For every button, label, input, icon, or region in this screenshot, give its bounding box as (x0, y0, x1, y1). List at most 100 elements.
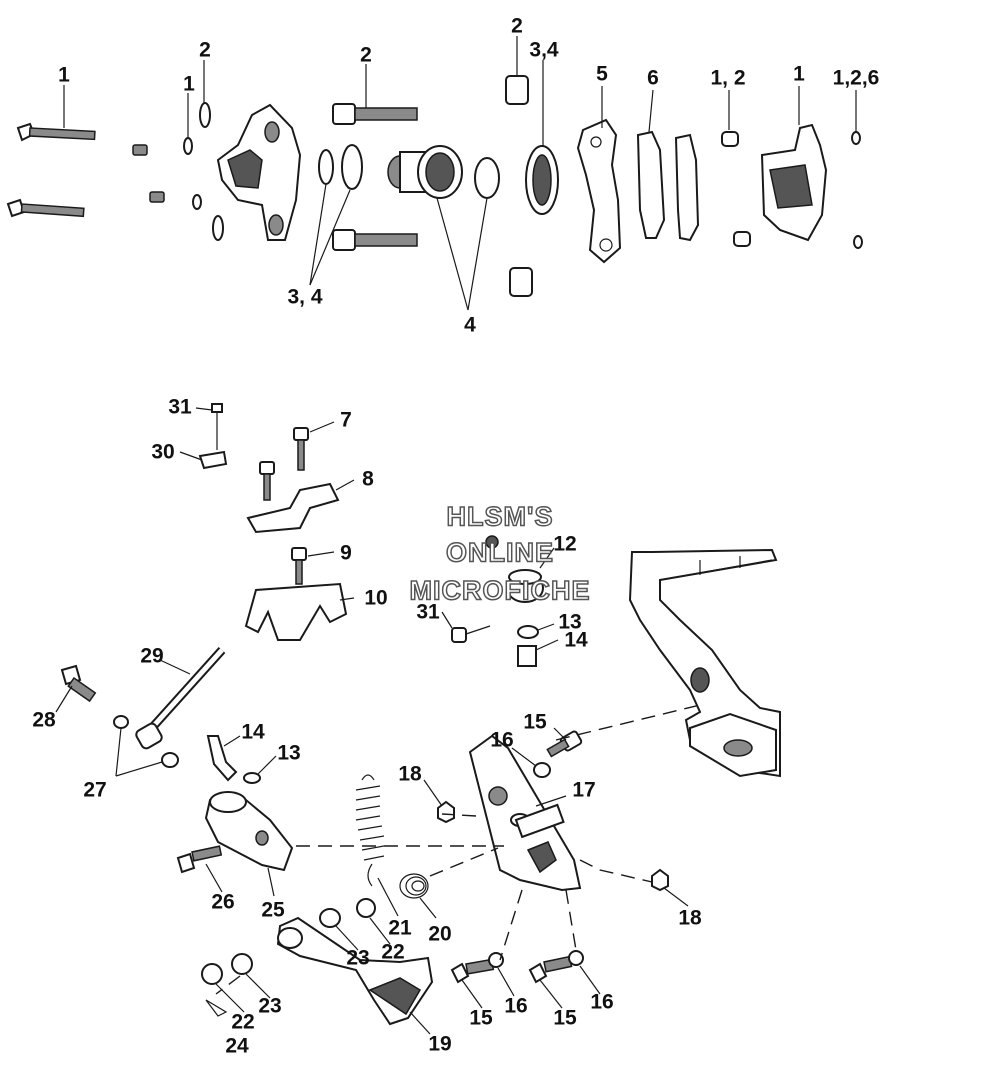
callout-5: 5 (596, 62, 608, 86)
callout-9: 9 (340, 541, 352, 565)
nut-18b (651, 868, 669, 892)
callout-28: 28 (32, 708, 56, 732)
callout-10: 10 (364, 586, 388, 610)
reservoir-12 (485, 535, 544, 603)
nut-18 (437, 800, 455, 824)
bleeder-valve-upper (132, 144, 148, 156)
callout-2: 2 (360, 43, 372, 67)
callout-16: 16 (490, 728, 514, 752)
washer-16b (488, 952, 504, 968)
pushrod-29 (135, 646, 226, 750)
torsion-spring-20 (399, 873, 429, 899)
bolt-8-screw (259, 461, 275, 475)
brake-pedal-19 (276, 916, 434, 1026)
bolt-9 (291, 547, 307, 561)
screw-31b (451, 627, 467, 643)
caliper-half-right (760, 123, 828, 242)
master-cylinder-25 (204, 791, 294, 872)
screw-31 (211, 403, 223, 413)
callout-3-4: 3, 4 (287, 285, 323, 309)
callout-22: 22 (231, 1010, 255, 1034)
washer-23b (231, 953, 253, 975)
piston-cup (474, 157, 500, 199)
callout-1-2: 1, 2 (710, 66, 746, 90)
callout-13: 13 (277, 741, 301, 765)
bleeder-valve-lower (149, 191, 165, 203)
callout-15: 15 (523, 710, 547, 734)
callout-22: 22 (381, 940, 405, 964)
clamp-13b (243, 772, 261, 784)
clamp-10 (244, 582, 348, 641)
mounting-bracket (576, 118, 622, 264)
watermark-line-2: ONLINE (445, 537, 555, 568)
callout-1: 1 (793, 62, 805, 86)
callout-1: 1 (58, 63, 70, 87)
callout-17: 17 (572, 778, 596, 802)
washer-small-b (192, 194, 202, 210)
bushing-upper (505, 75, 529, 105)
callout-4: 4 (464, 313, 476, 337)
callout-13: 13 (558, 610, 582, 634)
watermark-line-3: MICROFICHE (409, 575, 591, 606)
bushing-23 (319, 908, 341, 928)
callout-16: 16 (504, 994, 528, 1018)
bushing-lower (509, 267, 533, 297)
return-spring-21 (355, 774, 385, 887)
callout-16: 16 (590, 990, 614, 1014)
callout-18: 18 (678, 906, 702, 930)
bolt-upper-left (16, 122, 96, 142)
piston (387, 145, 463, 199)
washer-16c (568, 950, 584, 966)
callout-1-2-6: 1,2,6 (832, 66, 880, 90)
washer-small-a (183, 137, 193, 155)
bolt-28 (60, 664, 97, 703)
brake-pad-a (636, 130, 666, 239)
cotter-pin-24 (205, 999, 228, 1017)
callout-3-4: 3,4 (529, 38, 559, 62)
callout-1: 1 (183, 72, 195, 96)
washer-22b (201, 963, 223, 985)
pin-lower (733, 231, 751, 247)
callout-19: 19 (428, 1032, 452, 1056)
callout-27: 27 (83, 778, 107, 802)
callout-12: 12 (553, 532, 577, 556)
callout-31: 31 (416, 600, 440, 624)
clamp-13 (517, 625, 539, 639)
bolt-middle-upper (332, 103, 418, 125)
callout-26: 26 (211, 890, 235, 914)
brake-pad-b (674, 133, 700, 242)
clip-30 (198, 450, 228, 470)
callout-29: 29 (140, 644, 164, 668)
top-caliper-assembly (6, 36, 863, 311)
callout-31: 31 (168, 395, 192, 419)
washer-22 (356, 898, 376, 918)
bolt-15c (528, 955, 573, 984)
bolt-15b (450, 958, 495, 984)
washer-27a (113, 715, 129, 729)
bolt-middle-lower (332, 229, 418, 251)
seal-large (341, 144, 363, 190)
seal-small (318, 149, 334, 185)
pin-upper (721, 131, 739, 147)
callout-25: 25 (261, 898, 285, 922)
callout-23: 23 (346, 946, 370, 970)
clamp-8 (246, 482, 340, 534)
callout-14: 14 (241, 720, 265, 744)
bolt-15 (546, 730, 583, 758)
callout-2: 2 (511, 14, 523, 38)
washer-16 (533, 762, 551, 778)
callout-14: 14 (564, 628, 588, 652)
callout-15: 15 (553, 1006, 577, 1030)
callout-24: 24 (225, 1034, 249, 1058)
callout-6: 6 (647, 66, 659, 90)
callout-20: 20 (428, 922, 452, 946)
bolt-lower-left (6, 198, 85, 218)
pedal-bracket-17 (468, 734, 582, 892)
callout-2: 2 (199, 38, 211, 62)
vehicle-frame (628, 548, 781, 778)
callout-21: 21 (388, 916, 412, 940)
bolt-7 (293, 427, 309, 441)
callout-23: 23 (258, 994, 282, 1018)
caliper-half-left (216, 103, 302, 241)
